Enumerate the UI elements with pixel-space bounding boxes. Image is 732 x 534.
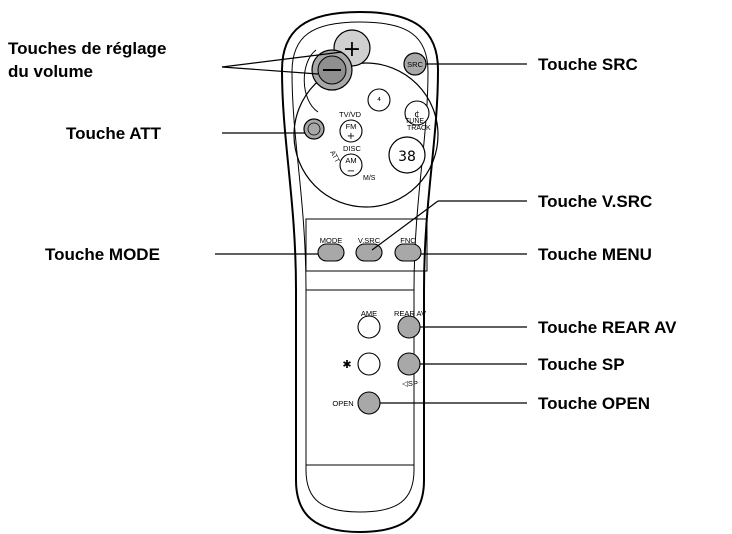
callout-att: Touche ATT (66, 124, 162, 143)
dial-value: 38 (398, 149, 416, 165)
am-minus-glyph: − (347, 166, 355, 177)
star-glyph: ✱ (342, 358, 351, 371)
prev-glyph: ⁴ (377, 97, 381, 107)
ame-button-label: AME (361, 309, 377, 318)
rear-av-button[interactable] (397, 315, 421, 339)
open-button[interactable] (357, 391, 381, 415)
att-button-inner (307, 122, 321, 136)
src-button-label: SRC (407, 60, 423, 69)
callout-menu: Touche MENU (538, 245, 652, 264)
fm-label: FM (346, 122, 357, 131)
remote-inner-outline (291, 21, 429, 513)
sp-button[interactable] (397, 352, 421, 376)
callout-sp: Touche SP (538, 355, 625, 374)
leader-volume-up (221, 51, 343, 68)
callout-volume-line2: du volume (8, 62, 93, 81)
callout-rear-av: Touche REAR AV (538, 318, 677, 337)
next-button[interactable] (404, 100, 430, 126)
callout-volume-line1: Touches de réglage (8, 39, 166, 58)
fnc-button[interactable] (394, 243, 422, 262)
star-button[interactable] (357, 352, 381, 376)
vsrc-button-label: V.SRC (358, 236, 381, 245)
am-label: AM (345, 156, 356, 165)
track-label: TRACK (407, 125, 431, 132)
disc-label: DISC (343, 144, 362, 153)
ame-button[interactable] (357, 315, 381, 339)
ms-label: M/S (363, 175, 376, 182)
fm-up-button[interactable] (339, 119, 363, 143)
callout-open: Touche OPEN (538, 394, 650, 413)
mode-button-label: MODE (320, 236, 343, 245)
leader-vsrc-diag (371, 200, 439, 251)
volume-up-glyph: + (343, 37, 361, 62)
sp-button-label: ◁SP (402, 379, 418, 388)
control-circle (293, 62, 439, 208)
volume-bracket (303, 49, 319, 113)
callout-src: Touche SRC (538, 55, 638, 74)
fnc-button-label: FNC (400, 236, 416, 245)
fm-plus-glyph: + (347, 131, 355, 142)
callout-mode: Touche MODE (45, 245, 160, 264)
leader-volume-down (221, 66, 319, 75)
rear-av-button-label: REAR AV (394, 309, 426, 318)
tv-vd-label: TV/VD (339, 110, 362, 119)
dial-button[interactable] (388, 136, 426, 174)
open-button-label: OPEN (332, 399, 353, 408)
lower-button-panel (305, 218, 428, 272)
next-glyph: ¢ (414, 110, 420, 120)
callout-vsrc: Touche V.SRC (538, 192, 652, 211)
middle-panel (305, 289, 415, 466)
am-down-button[interactable] (339, 153, 363, 177)
vsrc-button[interactable] (355, 243, 383, 262)
tune-label: TUNE (405, 118, 424, 125)
mode-button[interactable] (317, 243, 345, 262)
att-button[interactable] (303, 118, 325, 140)
prev-button[interactable] (367, 88, 391, 112)
